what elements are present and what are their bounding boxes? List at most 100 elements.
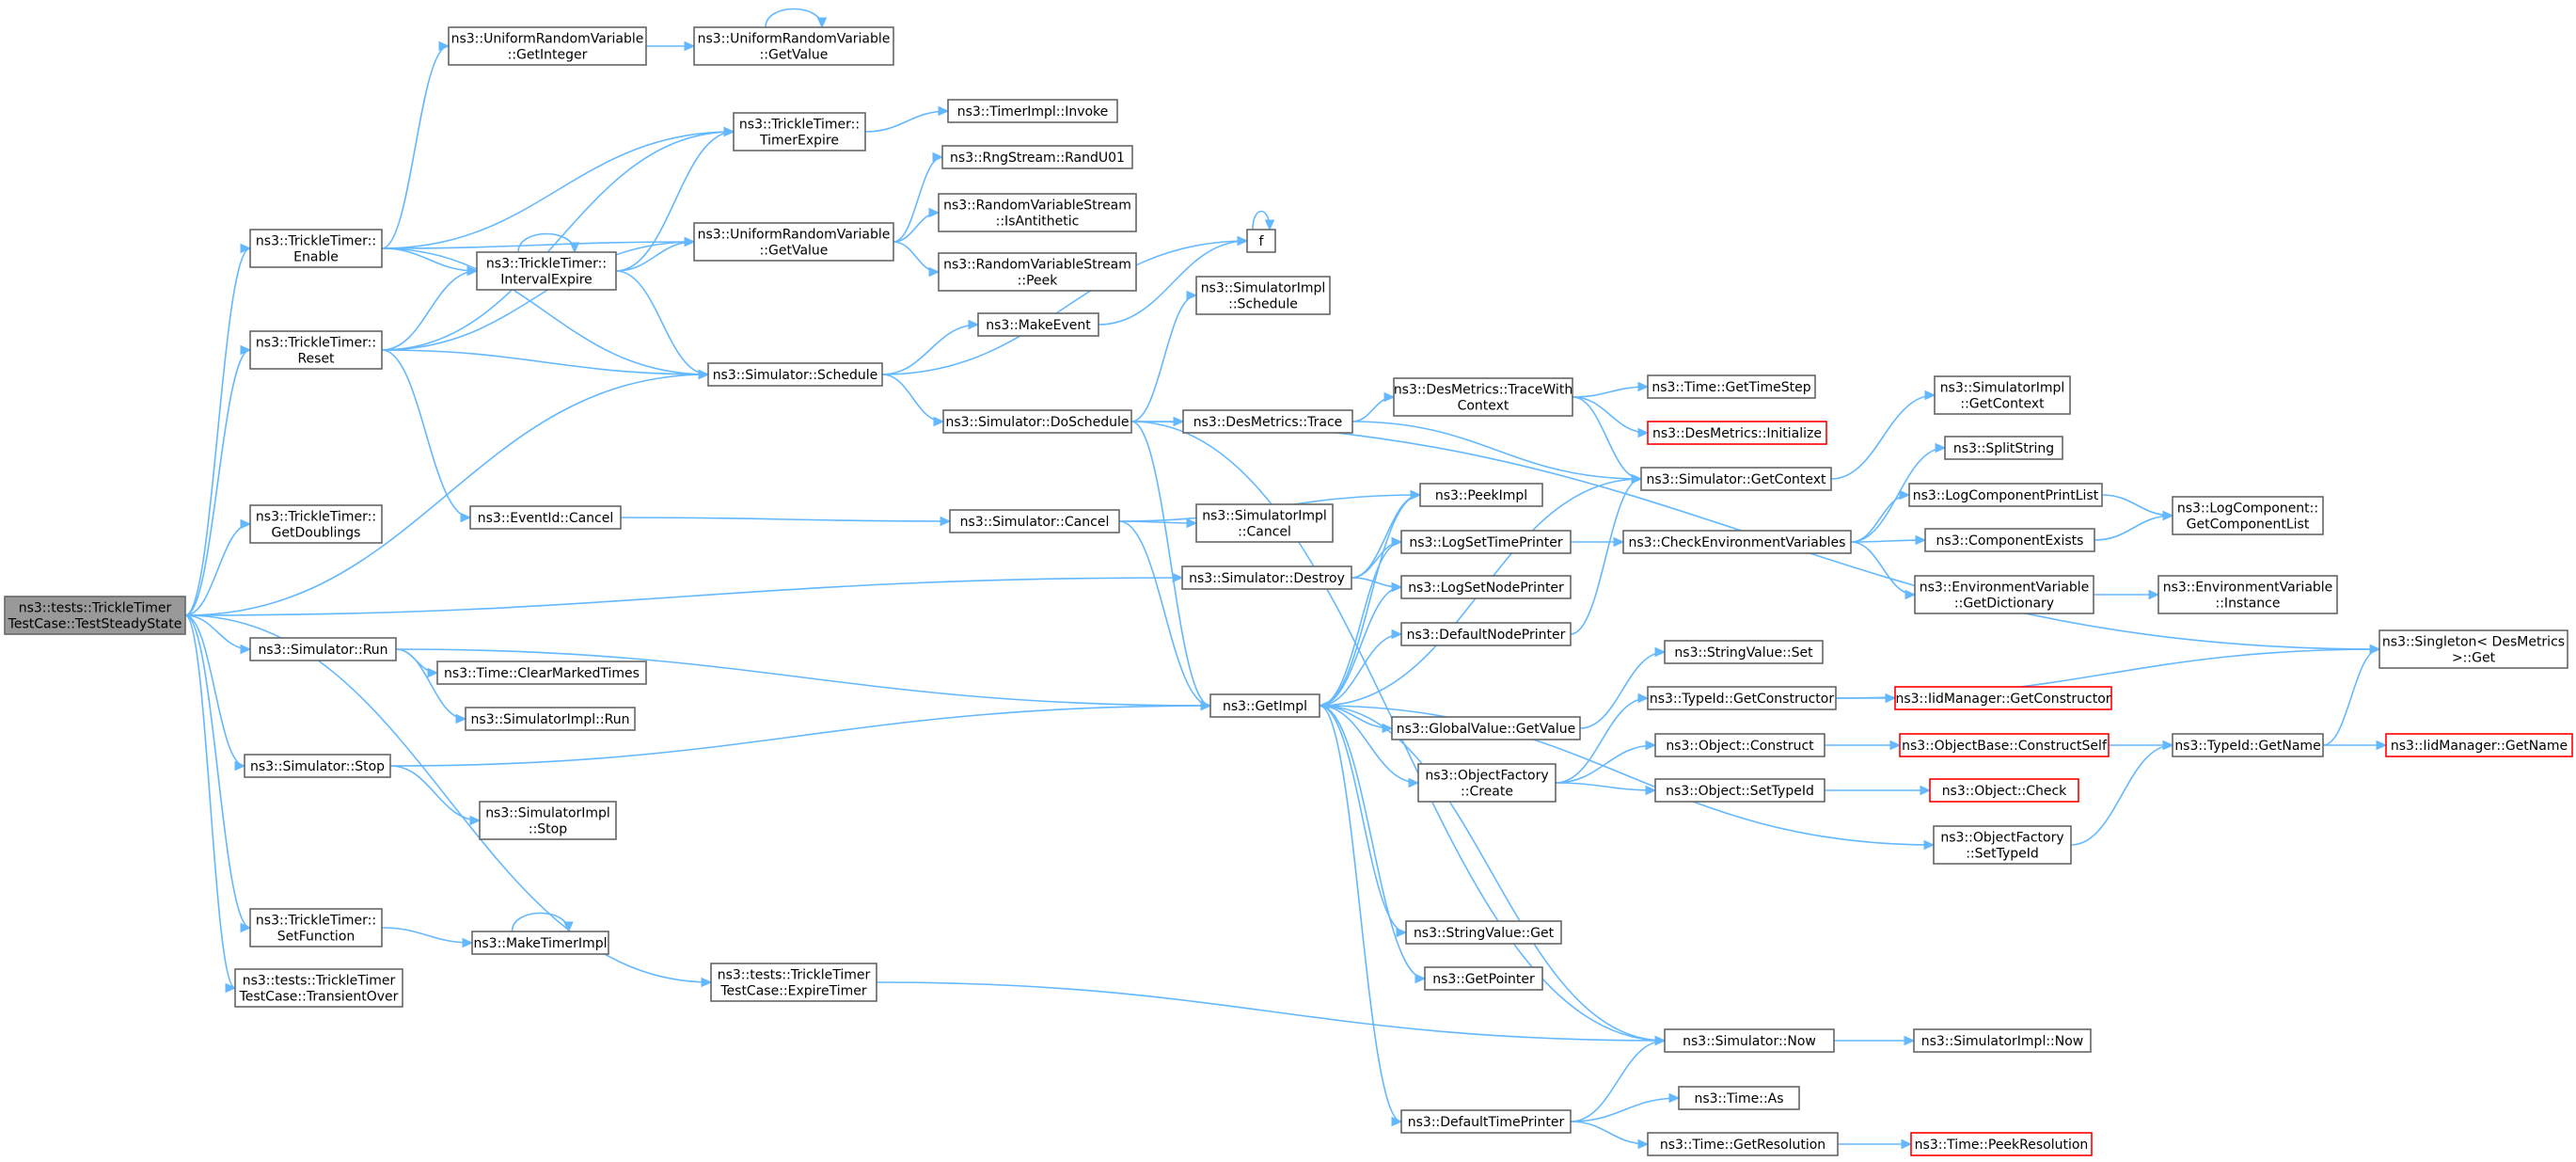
node-root[interactable]: ns3::tests::TrickleTimerTestCase::TestSt… <box>4 596 186 635</box>
node-objectfactory-settypeid[interactable]: ns3::ObjectFactory::SetTypeId <box>1933 825 2072 865</box>
node-sim-schedule[interactable]: ns3::Simulator::Schedule <box>707 362 883 387</box>
node-label: ns3::DesMetrics::TraceWith <box>1394 383 1572 398</box>
node-envvar-instance[interactable]: ns3::EnvironmentVariable::Instance <box>2157 575 2338 614</box>
node-time-as[interactable]: ns3::Time::As <box>1678 1086 1800 1110</box>
node-logcomponentprintlist[interactable]: ns3::LogComponentPrintList <box>1908 483 2103 507</box>
node-rvs-peek[interactable]: ns3::RandomVariableStream::Peek <box>938 252 1137 292</box>
node-time-gettimestep[interactable]: ns3::Time::GetTimeStep <box>1647 374 1816 399</box>
node-getdoublings[interactable]: ns3::TrickleTimer::GetDoublings <box>249 504 383 544</box>
node-doschedule[interactable]: ns3::Simulator::DoSchedule <box>942 409 1132 434</box>
node-box <box>2378 629 2568 669</box>
node-box <box>1647 1132 1839 1156</box>
node-sim-getcontext[interactable]: ns3::Simulator::GetContext <box>1640 467 1832 491</box>
call-edge <box>1319 629 1403 707</box>
call-edge <box>184 614 237 994</box>
node-box <box>249 504 383 544</box>
node-iidmanager-getconstructor[interactable]: ns3::IidManager::GetConstructor <box>1894 686 2112 710</box>
node-globalvalue-getvalue[interactable]: ns3::GlobalValue::GetValue <box>1391 716 1581 740</box>
node-clearmarkedtimes[interactable]: ns3::Time::ClearMarkedTimes <box>436 661 647 685</box>
call-edge <box>881 374 945 427</box>
node-object-settypeid[interactable]: ns3::Object::SetTypeId <box>1654 778 1825 803</box>
node-intervalexpire[interactable]: ns3::TrickleTimer::IntervalExpire <box>476 251 617 291</box>
node-label: ns3::Singleton< DesMetrics <box>2382 635 2565 650</box>
call-edge <box>184 572 1184 616</box>
node-objectfactory-create[interactable]: ns3::ObjectFactory::Create <box>1417 763 1557 803</box>
node-typeid-getname[interactable]: ns3::TypeId::GetName <box>2172 733 2324 757</box>
edge-line <box>1555 744 1656 784</box>
node-defaultnodeprinter[interactable]: ns3::DefaultNodePrinter <box>1400 622 1572 646</box>
node-objectbase-constructself[interactable]: ns3::ObjectBase::ConstructSelf <box>1899 733 2110 757</box>
edge-arrowhead <box>928 207 940 218</box>
node-simstop[interactable]: ns3::Simulator::Stop <box>244 754 391 778</box>
node-f[interactable]: f <box>1246 229 1276 253</box>
node-logsettimeprinter[interactable]: ns3::LogSetTimePrinter <box>1400 530 1572 554</box>
node-defaulttimeprinter[interactable]: ns3::DefaultTimePrinter <box>1400 1109 1572 1134</box>
edge-line <box>1830 394 1936 480</box>
node-componentexists[interactable]: ns3::ComponentExists <box>1924 528 2095 552</box>
node-stringvalue-get[interactable]: ns3::StringValue::Get <box>1405 920 1562 945</box>
node-object-construct[interactable]: ns3::Object::Construct <box>1654 733 1825 757</box>
call-edge <box>1824 785 1932 796</box>
node-eventid-cancel[interactable]: ns3::EventId::Cancel <box>469 505 622 530</box>
node-sim-cancel[interactable]: ns3::Simulator::Cancel <box>949 509 1120 533</box>
node-timerimpl-invoke[interactable]: ns3::TimerImpl::Invoke <box>947 99 1118 123</box>
call-edge <box>184 518 252 616</box>
node-label: ns3::Time::ClearMarkedTimes <box>444 666 640 681</box>
node-randu01[interactable]: ns3::RngStream::RandU01 <box>941 145 1133 169</box>
node-transientover[interactable]: ns3::tests::TrickleTimerTestCase::Transi… <box>234 968 403 1008</box>
node-desmetrics-initialize[interactable]: ns3::DesMetrics::Initialize <box>1647 421 1827 445</box>
node-label: ::Stop <box>529 822 567 837</box>
node-label: ns3::RandomVariableStream <box>943 258 1131 273</box>
edge-arrowhead <box>438 40 450 52</box>
node-stringvalue-set[interactable]: ns3::StringValue::Set <box>1664 640 1824 664</box>
node-desmetrics-trace[interactable]: ns3::DesMetrics::Trace <box>1182 409 1353 434</box>
node-logcomponent-getlist[interactable]: ns3::LogComponent::GetComponentList <box>2172 496 2324 535</box>
node-logsetnodeprinter[interactable]: ns3::LogSetNodePrinter <box>1400 575 1572 599</box>
node-object-check[interactable]: ns3::Object::Check <box>1929 778 2079 803</box>
edge-arrowhead <box>466 265 479 277</box>
call-edge <box>381 247 479 277</box>
node-makeevent[interactable]: ns3::MakeEvent <box>977 312 1099 337</box>
node-reset[interactable]: ns3::TrickleTimer::Reset <box>249 330 383 370</box>
node-peekimpl[interactable]: ns3::PeekImpl <box>1419 483 1543 507</box>
edge-line <box>381 270 478 351</box>
edge-arrowhead <box>427 667 439 678</box>
node-checkenvvars[interactable]: ns3::CheckEnvironmentVariables <box>1622 530 1852 554</box>
node-singleton-get[interactable]: ns3::Singleton< DesMetrics >::Get <box>2378 629 2568 669</box>
node-setfunction[interactable]: ns3::TrickleTimer::SetFunction <box>249 908 383 947</box>
node-label: ns3::LogSetNodePrinter <box>1408 581 1564 596</box>
node-simimpl-schedule[interactable]: ns3::SimulatorImpl::Schedule <box>1195 276 1331 315</box>
node-simimpl-getcontext[interactable]: ns3::SimulatorImpl::GetContext <box>1934 375 2071 415</box>
node-time-getresolution[interactable]: ns3::Time::GetResolution <box>1647 1132 1839 1156</box>
node-enable[interactable]: ns3::TrickleTimer::Enable <box>249 229 383 268</box>
node-label: ns3::Simulator::Schedule <box>713 368 878 383</box>
node-getpointer[interactable]: ns3::GetPointer <box>1424 966 1543 991</box>
node-typeid-getconstructor[interactable]: ns3::TypeId::GetConstructor <box>1647 686 1837 710</box>
node-sim-now[interactable]: ns3::Simulator::Now <box>1664 1028 1835 1053</box>
node-isantithetic[interactable]: ns3::RandomVariableStream::IsAntithetic <box>938 193 1137 232</box>
node-urv-getvalue-top[interactable]: ns3::UniformRandomVariable::GetValue <box>693 26 894 66</box>
edge-line <box>381 349 471 518</box>
node-iidmanager-getname[interactable]: ns3::IidManager::GetName <box>2385 733 2573 757</box>
node-splitstring[interactable]: ns3::SplitString <box>1944 436 2063 460</box>
node-simimpl-run[interactable]: ns3::SimulatorImpl::Run <box>465 707 636 731</box>
node-simrun[interactable]: ns3::Simulator::Run <box>249 637 397 661</box>
node-label: ns3::Simulator::Cancel <box>960 515 1110 530</box>
node-simimpl-stop[interactable]: ns3::SimulatorImpl::Stop <box>479 801 617 840</box>
node-timerexpire[interactable]: ns3::TrickleTimer::TimerExpire <box>733 112 866 151</box>
node-box <box>234 968 403 1008</box>
edge-arrowhead <box>469 815 482 826</box>
node-simimpl-cancel[interactable]: ns3::SimulatorImpl::Cancel <box>1195 503 1334 543</box>
node-label: ::Schedule <box>1228 297 1298 312</box>
node-getimpl[interactable]: ns3::GetImpl <box>1209 693 1320 718</box>
node-expiretimer[interactable]: ns3::tests::TrickleTimerTestCase::Expire… <box>710 963 877 1002</box>
node-maketimerimpl[interactable]: ns3::MakeTimerImpl <box>471 931 609 955</box>
node-time-peekresolution[interactable]: ns3::Time::PeekResolution <box>1910 1132 2093 1156</box>
node-simimpl-now[interactable]: ns3::SimulatorImpl::Now <box>1913 1028 2092 1053</box>
node-urv-getinteger[interactable]: ns3::UniformRandomVariable::GetInteger <box>448 26 647 66</box>
node-urv-getvalue[interactable]: ns3::UniformRandomVariable::GetValue <box>693 222 894 262</box>
node-envvar-getdictionary[interactable]: ns3::EnvironmentVariable::GetDictionary <box>1914 575 2094 614</box>
edge-line <box>620 517 951 522</box>
node-sim-destroy[interactable]: ns3::Simulator::Destroy <box>1181 565 1352 590</box>
